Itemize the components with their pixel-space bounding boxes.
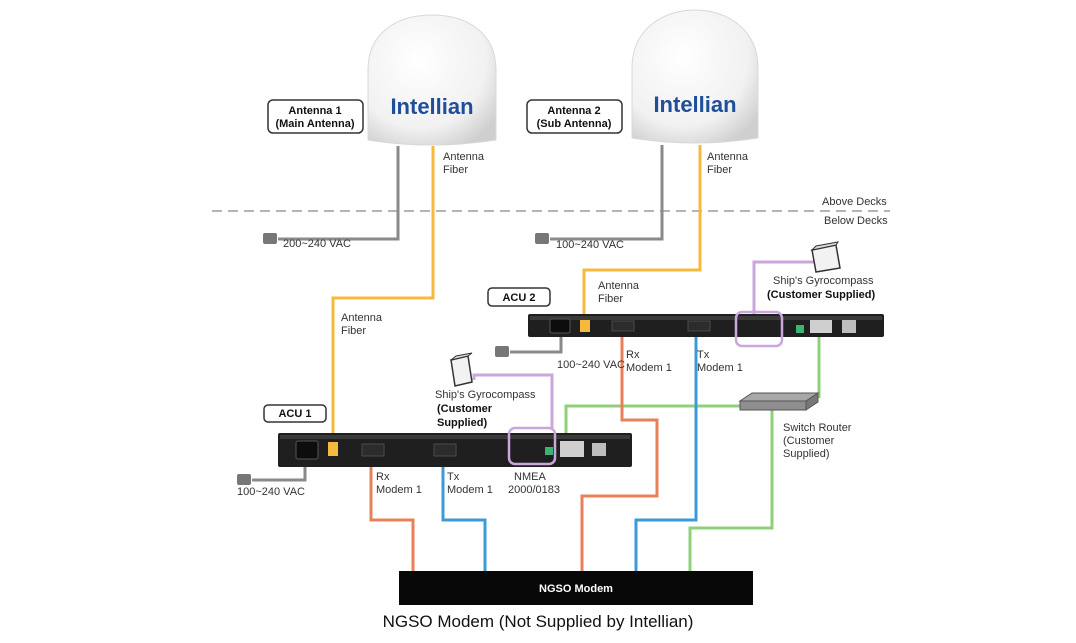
acu2-power-label: 100~240 VAC xyxy=(557,359,625,371)
antenna2-power-label: 100~240 VAC xyxy=(556,239,624,251)
acu2-rx-label-line1: Rx xyxy=(626,349,640,361)
figure-caption: NGSO Modem (Not Supplied by Intellian) xyxy=(382,612,694,631)
above-decks-label: Above Decks xyxy=(822,196,887,208)
acu2-fiber-label-line1: Antenna xyxy=(598,280,640,292)
antenna1-label-box xyxy=(267,99,364,134)
acu1-power-plug-icon xyxy=(237,474,251,485)
antenna1-brand-logo: Intellian xyxy=(390,94,473,119)
acu2-unit xyxy=(528,314,884,337)
gyro1-cable xyxy=(472,373,554,428)
acu1-power-label: 100~240 VAC xyxy=(237,486,305,498)
antenna2-subtitle: (Sub Antenna) xyxy=(537,118,612,130)
acu2-power-plug-icon xyxy=(495,346,509,357)
antenna1-power-cable xyxy=(278,146,400,241)
acu1-rx-label-line1: Rx xyxy=(376,471,390,483)
acu1-tx-label-line1: Tx xyxy=(447,471,460,483)
acu1-tx-cable xyxy=(441,456,487,572)
acu1-rx-label-line2: Modem 1 xyxy=(376,484,422,496)
ngso-modem-bar xyxy=(399,571,753,605)
acu1-unit xyxy=(278,433,632,467)
acu1-tx-label-line2: Modem 1 xyxy=(447,484,493,496)
antenna1-fiber-cable xyxy=(331,146,435,440)
gyrocompass1-icon xyxy=(450,352,473,387)
gyro1-label-line1: Ship's Gyrocompass xyxy=(435,389,536,401)
acu2-tx-label-line2: Modem 1 xyxy=(697,362,743,374)
antenna1-fiber-label-line2: Fiber xyxy=(443,164,468,176)
acu1-fiber-label-line2: Fiber xyxy=(341,325,366,337)
gyro2-label-line2: (Customer Supplied) xyxy=(767,289,876,301)
gyro1-label-line2: (Customer xyxy=(437,403,493,415)
antenna2-label-box xyxy=(526,99,623,134)
antenna2-power-plug-icon xyxy=(535,233,549,244)
acu2-tx-label-line1: Tx xyxy=(697,349,710,361)
antenna2-brand-logo: Intellian xyxy=(653,92,736,117)
acu2-gyro-port-highlight xyxy=(734,310,784,348)
gyrocompass2-icon xyxy=(810,241,841,273)
ngso-modem-label: NGSO Modem xyxy=(539,583,613,595)
switch-label-line3: Supplied) xyxy=(783,448,829,460)
acu1-rx-cable xyxy=(369,456,415,572)
antenna2-title: Antenna 2 xyxy=(547,105,600,117)
gyro1-label-line3: Supplied) xyxy=(437,417,487,429)
acu2-title: ACU 2 xyxy=(502,292,535,304)
acu2-rx-cable xyxy=(580,336,659,572)
acu1-title: ACU 1 xyxy=(278,408,311,420)
gyro2-label-line1: Ship's Gyrocompass xyxy=(773,275,874,287)
antenna1-power-plug-icon xyxy=(263,233,277,244)
acu1-label-box xyxy=(263,404,327,423)
antenna1-fiber-label-line1: Antenna xyxy=(443,151,485,163)
acu2-power-cable xyxy=(510,336,563,354)
antenna1-subtitle: (Main Antenna) xyxy=(275,118,354,130)
below-decks-label: Below Decks xyxy=(824,215,888,227)
acu1-fiber-label-line1: Antenna xyxy=(341,312,383,324)
switch-router-icon xyxy=(738,392,820,411)
antenna2-dome: Intellian xyxy=(631,9,759,144)
acu2-tx-cable xyxy=(634,336,698,572)
antenna1-power-label: 200~240 VAC xyxy=(283,238,351,250)
acu1-nmea-label-line2: 2000/0183 xyxy=(508,484,560,496)
antenna2-fiber-label-line2: Fiber xyxy=(707,164,732,176)
antenna2-power-cable xyxy=(550,145,664,241)
antenna2-fiber-cable xyxy=(582,145,702,326)
acu1-nmea-label-line1: NMEA xyxy=(514,471,546,483)
antenna1-dome: Intellian xyxy=(367,14,497,146)
acu1-gyro-port-highlight xyxy=(507,426,557,466)
acu2-rx-label-line2: Modem 1 xyxy=(626,362,672,374)
modem-lan-cable xyxy=(688,410,774,572)
acu2-fiber-label-line2: Fiber xyxy=(598,293,623,305)
antenna2-fiber-label-line1: Antenna xyxy=(707,151,749,163)
acu1-lan-cable xyxy=(564,404,740,440)
switch-label-line2: (Customer xyxy=(783,435,835,447)
switch-label-line1: Switch Router xyxy=(783,422,852,434)
connection-diagram: Above Decks Below Decks Intellian Antenn… xyxy=(212,9,890,605)
antenna1-title: Antenna 1 xyxy=(288,105,341,117)
acu2-label-box xyxy=(487,287,551,307)
